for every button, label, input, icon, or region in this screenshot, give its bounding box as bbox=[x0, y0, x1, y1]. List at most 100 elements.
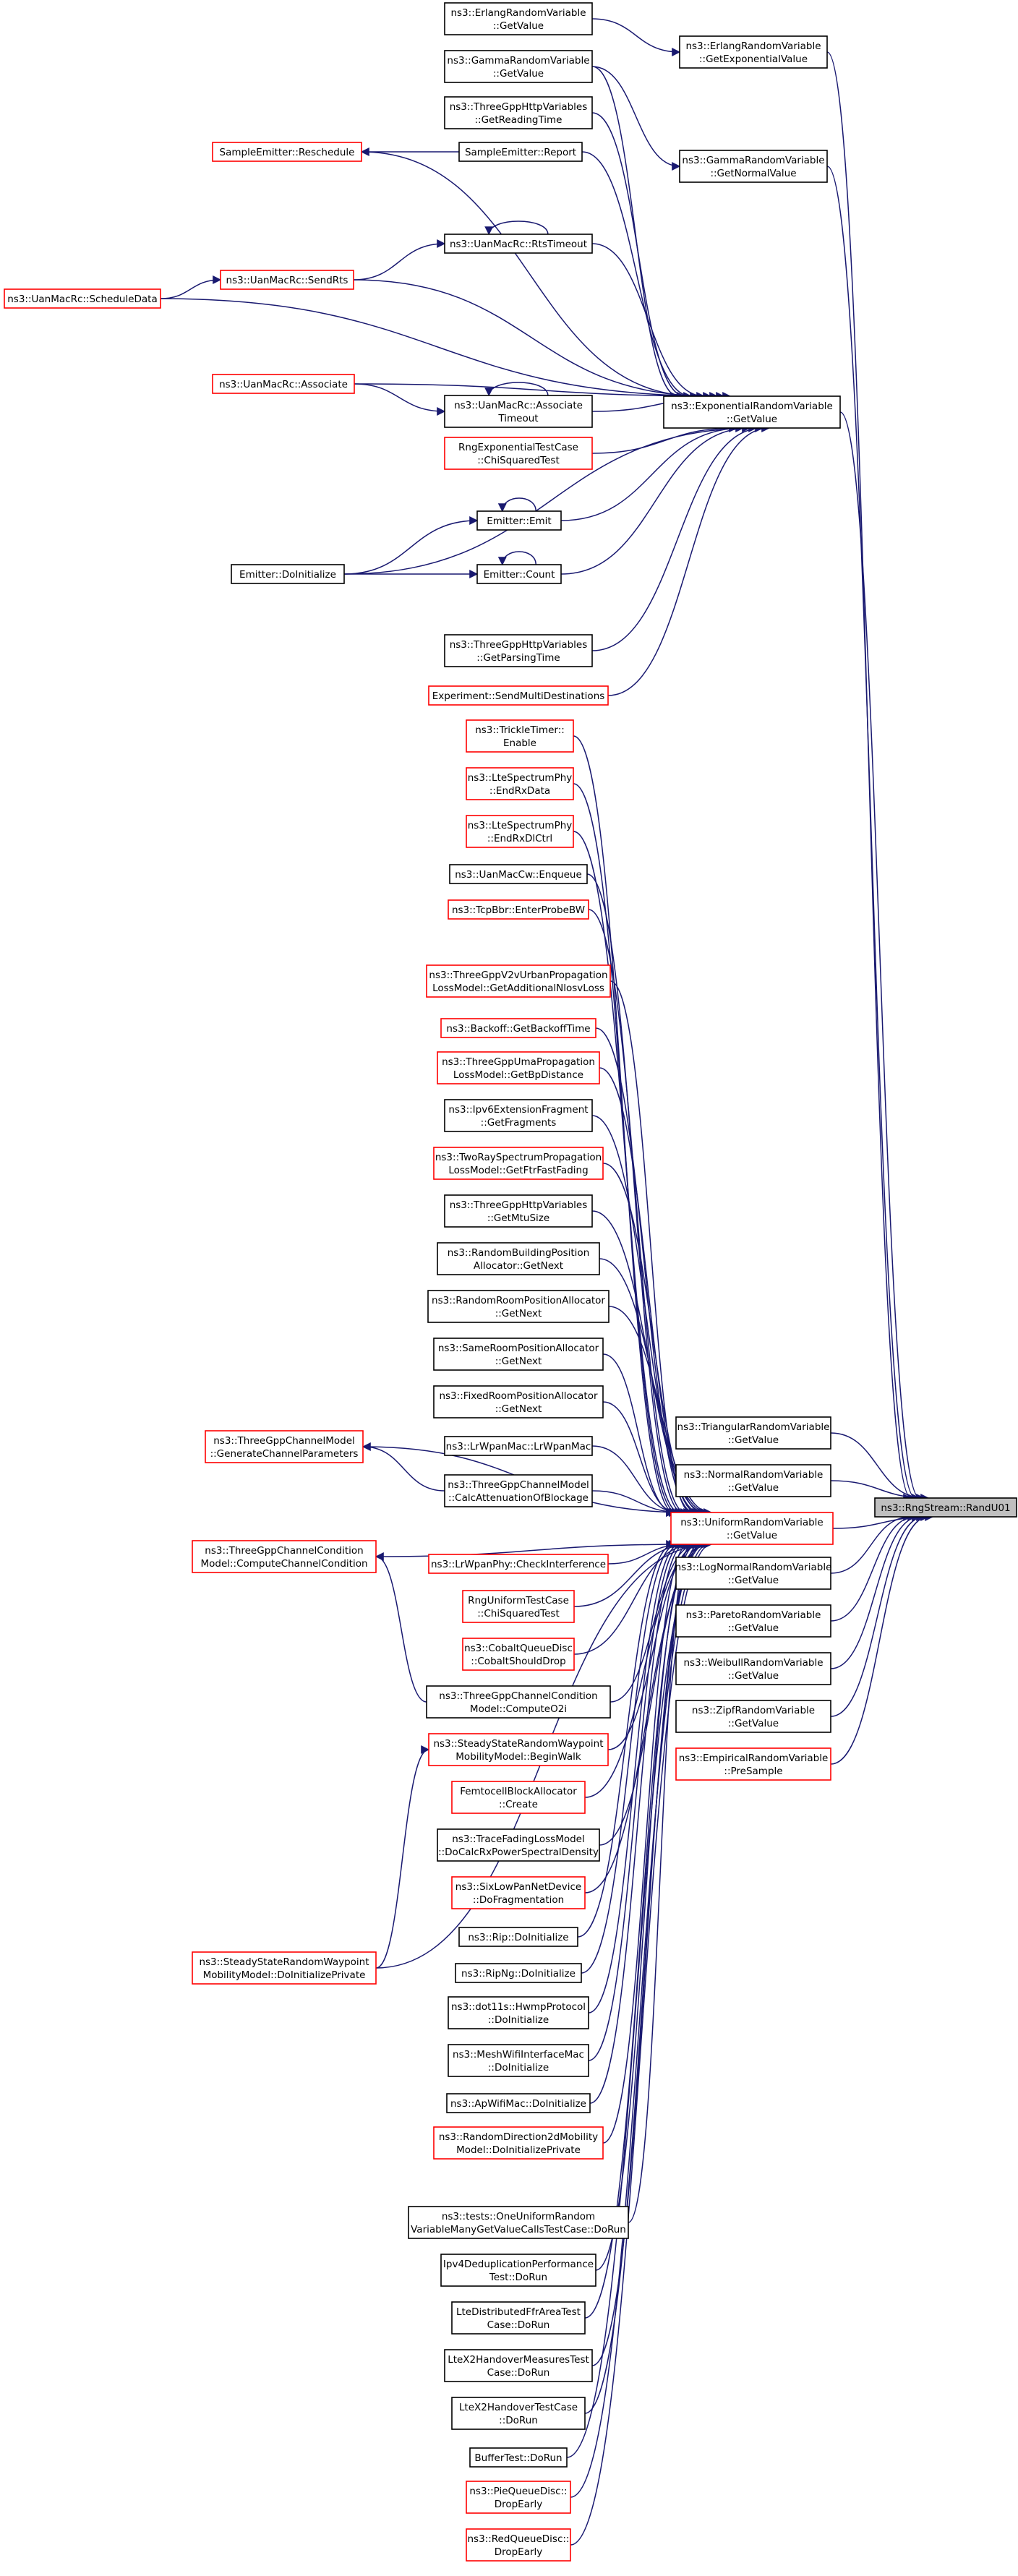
node-lrwpan-cca[interactable]: ns3::LrWpanPhy::CheckInterference bbox=[428, 1554, 609, 1574]
node-apwifi-init[interactable]: ns3::ApWifiMac::DoInitialize bbox=[446, 2093, 591, 2113]
edge-emitter_emit-to-exp bbox=[560, 424, 745, 521]
node-emitter-emit[interactable]: Emitter::Emit bbox=[476, 510, 562, 531]
node-rd2d-init[interactable]: ns3::RandomDirection2dMobilityModel::DoI… bbox=[433, 2126, 604, 2160]
node-box bbox=[444, 1099, 593, 1132]
node-label-line: RngUniformTestCase bbox=[468, 1595, 569, 1606]
node-hwmp-init[interactable]: ns3::dot11s::HwmpProtocol::DoInitialize bbox=[448, 1996, 589, 2029]
node-label-line: ns3::TriangularRandomVariable bbox=[677, 1421, 830, 1433]
edge-lognormal_getvalue-to-randu01 bbox=[830, 1512, 912, 1574]
node-rand-building[interactable]: ns3::RandomBuildingPositionAllocator::Ge… bbox=[437, 1242, 600, 1275]
node-lte-endrxdata[interactable]: ns3::LteSpectrumPhy::EndRxData bbox=[466, 767, 574, 800]
node-label-line: ns3::ThreeGppChannelCondition bbox=[439, 1690, 597, 1702]
node-tri-getvalue[interactable]: ns3::TriangularRandomVariable::GetValue bbox=[675, 1416, 831, 1450]
node-label-line: ns3::ErlangRandomVariable bbox=[685, 40, 821, 52]
node-erlang-getvalue[interactable]: ns3::ErlangRandomVariable::GetValue bbox=[444, 2, 593, 35]
node-label-line: SampleEmitter::Reschedule bbox=[220, 147, 355, 158]
node-lrwpan-mac[interactable]: ns3::LrWpanMac::LrWpanMac bbox=[444, 1436, 593, 1456]
node-rng-uni-test[interactable]: RngUniformTestCase::ChiSquaredTest bbox=[462, 1590, 575, 1623]
node-uma-bp[interactable]: ns3::ThreeGppUmaPropagationLossModel::Ge… bbox=[437, 1051, 600, 1084]
node-backoff[interactable]: ns3::Backoff::GetBackoffTime bbox=[440, 1018, 596, 1038]
node-cond-compute[interactable]: ns3::ThreeGppChannelConditionModel::Comp… bbox=[192, 1540, 377, 1573]
node-femto-create[interactable]: FemtocellBlockAllocator::Create bbox=[451, 1781, 586, 1814]
node-lte-endrxdlctrl[interactable]: ns3::LteSpectrumPhy::EndRxDlCtrl bbox=[466, 815, 574, 848]
node-uniform-getvalue[interactable]: ns3::UniformRandomVariable::GetValue bbox=[670, 1512, 834, 1545]
node-label-line: LteDistributedFfrAreaTest bbox=[456, 2306, 581, 2318]
node-box bbox=[449, 864, 588, 884]
node-box bbox=[433, 1338, 604, 1371]
node-mesh-init[interactable]: ns3::MeshWifiInterfaceMac::DoInitialize bbox=[448, 2044, 589, 2077]
node-label-line: Test::DoRun bbox=[489, 2272, 547, 2283]
node-http-mtu[interactable]: ns3::ThreeGppHttpVariables::GetMtuSize bbox=[444, 1194, 593, 1228]
node-box bbox=[670, 1512, 834, 1545]
node-uan-rtstimeout[interactable]: ns3::UanMacRc::RtsTimeout bbox=[444, 234, 593, 254]
edge-lte_x2_meas-to-uniform-line bbox=[591, 1540, 701, 2366]
node-box bbox=[444, 437, 593, 470]
edge-emitter_count-self-line bbox=[497, 551, 536, 566]
edge-uan_sendrts-to-exp-line bbox=[353, 279, 712, 401]
node-ssrw-walk[interactable]: ns3::SteadyStateRandomWaypointMobilityMo… bbox=[428, 1733, 609, 1766]
node-box bbox=[444, 395, 593, 428]
node-lte-x2[interactable]: LteX2HandoverTestCase::DoRun bbox=[451, 2397, 586, 2430]
node-zipf-getvalue[interactable]: ns3::ZipfRandomVariable::GetValue bbox=[675, 1700, 831, 1733]
node-normal-getvalue[interactable]: ns3::NormalRandomVariable::GetValue bbox=[675, 1464, 831, 1497]
node-uancw-enqueue[interactable]: ns3::UanMacCw::Enqueue bbox=[449, 864, 588, 884]
node-uan-scheduledata[interactable]: ns3::UanMacRc::ScheduleData bbox=[4, 288, 161, 309]
node-emitter-doinit[interactable]: Emitter::DoInitialize bbox=[231, 564, 345, 584]
node-exp-sendmulti[interactable]: Experiment::SendMultiDestinations bbox=[428, 685, 609, 706]
node-label-line: Enable bbox=[503, 737, 536, 749]
node-lognormal-getvalue[interactable]: ns3::LogNormalRandomVariable::GetValue bbox=[675, 1557, 832, 1590]
node-label-line: ns3::RipNg::DoInitialize bbox=[461, 1968, 576, 1980]
node-red-drop[interactable]: ns3::RedQueueDisc::DropEarly bbox=[466, 2528, 571, 2562]
node-exp-getvalue[interactable]: ns3::ExponentialRandomVariable::GetValue bbox=[663, 395, 841, 429]
node-gamma-getnormal[interactable]: ns3::GammaRandomVariable::GetNormalValue bbox=[679, 150, 828, 183]
node-chan-block[interactable]: ns3::ThreeGppChannelModel::CalcAttenuati… bbox=[444, 1474, 593, 1507]
node-ipv6-frag[interactable]: ns3::Ipv6ExtensionFragment::GetFragments bbox=[444, 1099, 593, 1132]
node-weibull-getvalue[interactable]: ns3::WeibullRandomVariable::GetValue bbox=[675, 1652, 831, 1685]
node-pareto-getvalue[interactable]: ns3::ParetoRandomVariable::GetValue bbox=[675, 1604, 831, 1638]
node-empirical-presample[interactable]: ns3::EmpiricalRandomVariable::PreSample bbox=[675, 1747, 831, 1781]
node-box bbox=[426, 964, 611, 998]
node-box bbox=[408, 2206, 629, 2239]
node-ssrw-init[interactable]: ns3::SteadyStateRandomWaypointMobilityMo… bbox=[192, 1951, 377, 1985]
node-one-uniform[interactable]: ns3::tests::OneUniformRandomVariableMany… bbox=[408, 2206, 629, 2239]
node-v2v-nlos[interactable]: ns3::ThreeGppV2vUrbanPropagationLossMode… bbox=[426, 964, 611, 998]
edge-uan_assoc_timeout-self-line bbox=[484, 382, 549, 397]
node-uan-sendrts[interactable]: ns3::UanMacRc::SendRts bbox=[220, 270, 354, 290]
node-emitter-count[interactable]: Emitter::Count bbox=[476, 564, 562, 584]
node-fixed-room[interactable]: ns3::FixedRoomPositionAllocator::GetNext bbox=[433, 1385, 604, 1418]
node-trickle-enable[interactable]: ns3::TrickleTimer::Enable bbox=[466, 719, 574, 753]
node-label-line: ns3::RngStream::RandU01 bbox=[881, 1502, 1010, 1514]
node-sample-reschedule[interactable]: SampleEmitter::Reschedule bbox=[212, 142, 362, 162]
node-tracefading[interactable]: ns3::TraceFadingLossModel::DoCalcRxPower… bbox=[437, 1828, 600, 1862]
node-label-line: ns3::Backoff::GetBackoffTime bbox=[446, 1023, 590, 1035]
node-http-reading[interactable]: ns3::ThreeGppHttpVariables::GetReadingTi… bbox=[444, 96, 593, 129]
node-ripng-init[interactable]: ns3::RipNg::DoInitialize bbox=[455, 1963, 582, 1983]
node-gamma-getvalue[interactable]: ns3::GammaRandomVariable::GetValue bbox=[444, 50, 593, 83]
node-rng-exp-test[interactable]: RngExponentialTestCase::ChiSquaredTest bbox=[444, 437, 593, 470]
node-sixlowpan-frag[interactable]: ns3::SixLowPanNetDevice::DoFragmentation bbox=[451, 1876, 586, 1909]
node-tworay-ftr[interactable]: ns3::TwoRaySpectrumPropagationLossModel:… bbox=[433, 1147, 604, 1180]
node-same-room[interactable]: ns3::SameRoomPositionAllocator::GetNext bbox=[433, 1338, 604, 1371]
node-rng-randu01[interactable]: ns3::RngStream::RandU01 bbox=[874, 1497, 1017, 1518]
node-cobalt-drop[interactable]: ns3::CobaltQueueDisc::CobaltShouldDrop bbox=[462, 1638, 575, 1671]
node-chan-gen[interactable]: ns3::ThreeGppChannelModel::GenerateChann… bbox=[205, 1430, 364, 1463]
node-pie-drop[interactable]: ns3::PieQueueDisc::DropEarly bbox=[466, 2481, 571, 2514]
node-erlang-getexp[interactable]: ns3::ErlangRandomVariable::GetExponentia… bbox=[679, 35, 828, 69]
node-box bbox=[675, 1464, 831, 1497]
edge-lte_endrxdlctrl-to-uniform-line bbox=[573, 831, 681, 1517]
node-rip-init[interactable]: ns3::Rip::DoInitialize bbox=[458, 1927, 578, 1947]
node-uan-associate[interactable]: ns3::UanMacRc::Associate bbox=[212, 374, 355, 394]
node-label-line: FemtocellBlockAllocator bbox=[460, 1786, 577, 1797]
node-http-parsing[interactable]: ns3::ThreeGppHttpVariables::GetParsingTi… bbox=[444, 634, 593, 667]
node-label-line: ns3::RandomRoomPositionAllocator bbox=[432, 1295, 605, 1306]
node-label-line: ::GetValue bbox=[728, 1718, 779, 1729]
node-buffer-test[interactable]: BufferTest::DoRun bbox=[469, 2447, 568, 2468]
node-rand-room[interactable]: ns3::RandomRoomPositionAllocator::GetNex… bbox=[427, 1290, 609, 1323]
node-tcpbbr-probe[interactable]: ns3::TcpBbr::EnterProbeBW bbox=[448, 899, 589, 920]
node-sample-report[interactable]: SampleEmitter::Report bbox=[458, 142, 583, 162]
node-cond-o2i[interactable]: ns3::ThreeGppChannelConditionModel::Comp… bbox=[426, 1685, 611, 1719]
